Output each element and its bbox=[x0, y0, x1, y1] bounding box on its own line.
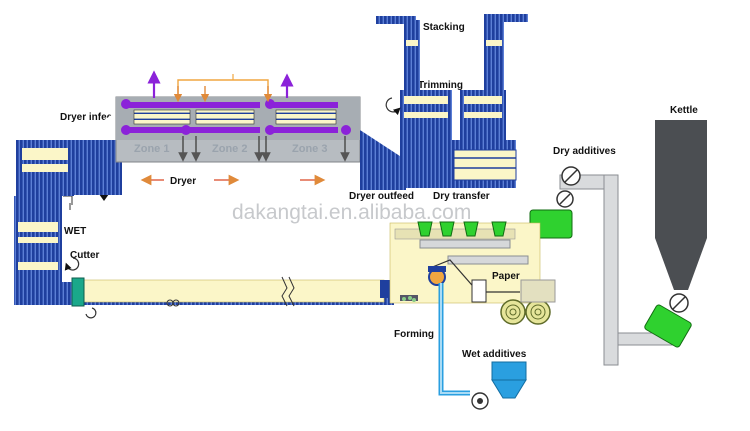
cutter-rotation-icon bbox=[64, 257, 80, 271]
dryer-infeed-board-2 bbox=[22, 164, 68, 172]
trimming-label: Trimming bbox=[418, 80, 463, 91]
roller-2 bbox=[172, 299, 180, 307]
zone3-board bbox=[275, 109, 337, 125]
stacking-tower-right bbox=[484, 18, 504, 90]
dry-transfer-label: Dry transfer bbox=[433, 191, 490, 202]
wet-stacker-board-2 bbox=[18, 237, 58, 243]
dryer-label: Dryer bbox=[170, 176, 196, 187]
trimming-board-3 bbox=[464, 96, 502, 104]
zone3-fan-duct bbox=[270, 102, 338, 108]
wet-additives-label: Wet additives bbox=[462, 349, 527, 360]
dry-transfer-hopper-4 bbox=[491, 221, 507, 237]
stacking-board-1 bbox=[406, 40, 418, 46]
kettle-label: Kettle bbox=[670, 105, 698, 116]
dry-transfer-plate bbox=[419, 239, 511, 249]
zone1-fan-duct bbox=[128, 102, 196, 108]
dryer-outfeed-label: Dryer outfeed bbox=[349, 191, 414, 202]
dry-transfer-stack bbox=[453, 149, 517, 181]
zone2-fan-icon bbox=[181, 125, 191, 135]
cutter-label: Cutter bbox=[70, 250, 100, 261]
zone1-fan-icon bbox=[121, 99, 131, 109]
dry-transfer-hopper-3 bbox=[463, 221, 479, 237]
trimming-rotation-icon bbox=[385, 97, 401, 116]
kettle bbox=[655, 120, 707, 290]
zone1-board bbox=[133, 109, 191, 125]
dry-transfer-belt bbox=[394, 228, 516, 240]
zone2-return-duct bbox=[194, 127, 260, 133]
stacking-board-2 bbox=[486, 40, 502, 46]
paper-roll-1 bbox=[500, 299, 526, 325]
zone1-return-fan-icon bbox=[121, 125, 131, 135]
trimming-board-1 bbox=[404, 96, 448, 104]
forming-roller bbox=[380, 280, 390, 298]
zone2-label: Zone 2 bbox=[212, 143, 247, 155]
paper-roll-stand bbox=[520, 279, 556, 303]
paper-path bbox=[429, 259, 520, 293]
mixer bbox=[428, 266, 446, 286]
zone3-label: Zone 3 bbox=[292, 143, 327, 155]
dryer-infeed-label: Dryer infeed bbox=[60, 112, 118, 123]
stacking-label: Stacking bbox=[423, 22, 465, 33]
paper-plate bbox=[447, 255, 529, 265]
wet-additives-pipe-inner bbox=[440, 283, 470, 394]
ramp-cutout bbox=[74, 108, 122, 140]
wet-additives-pump-icon bbox=[471, 392, 489, 410]
zone3-exhaust-fan-icon bbox=[341, 125, 351, 135]
dry-additives-label: Dry additives bbox=[553, 146, 616, 157]
kettle-hopper bbox=[644, 304, 692, 348]
wet-stacker-board-3 bbox=[18, 262, 58, 270]
zone2-fan-duct bbox=[194, 102, 260, 108]
zone2-board bbox=[195, 109, 255, 125]
cutter-rotation-icon-2 bbox=[85, 307, 97, 319]
watermark: dakangtai.en.alibaba.com bbox=[232, 201, 471, 224]
zone3-fan-icon bbox=[265, 99, 275, 109]
zone1-label: Zone 1 bbox=[134, 143, 169, 155]
stacking-top-left bbox=[376, 16, 416, 24]
zone1-return-duct bbox=[128, 127, 196, 133]
wet-additives-tank bbox=[491, 361, 527, 399]
zone3-return-fan-icon bbox=[265, 125, 275, 135]
dryer-infeed-ramp bbox=[74, 140, 122, 195]
paper-label: Paper bbox=[492, 271, 520, 282]
dry-additives-gauge-icon-2 bbox=[556, 190, 574, 208]
zone3-return-duct bbox=[270, 127, 338, 133]
dry-transfer-hopper-1 bbox=[417, 221, 433, 237]
forming-label: Forming bbox=[394, 329, 434, 340]
paper-guide bbox=[471, 279, 487, 303]
outfeed-ramp-cutout bbox=[360, 130, 406, 160]
stacking-tower-left bbox=[404, 20, 420, 90]
dry-additives-gauge-icon bbox=[561, 166, 581, 186]
wet-stacker-board-1 bbox=[18, 222, 58, 232]
wet-board-strip bbox=[83, 279, 385, 303]
kettle-gauge-icon bbox=[669, 293, 689, 313]
cutter-blade bbox=[71, 277, 85, 307]
wet-label: WET bbox=[64, 226, 86, 237]
paper-roll-2 bbox=[525, 299, 551, 325]
break-mark-2 bbox=[288, 276, 295, 307]
break-mark-1 bbox=[281, 276, 288, 307]
heat-supply-line bbox=[177, 79, 269, 94]
wet-stacker-bracket bbox=[63, 195, 73, 205]
dryer-infeed-board-1 bbox=[22, 148, 68, 160]
slurry-spout bbox=[400, 295, 418, 302]
trimming-board-4 bbox=[464, 112, 502, 118]
dry-transfer-hopper-2 bbox=[439, 221, 455, 237]
trimming-board-2 bbox=[404, 112, 448, 118]
stacking-top-right bbox=[484, 14, 528, 22]
